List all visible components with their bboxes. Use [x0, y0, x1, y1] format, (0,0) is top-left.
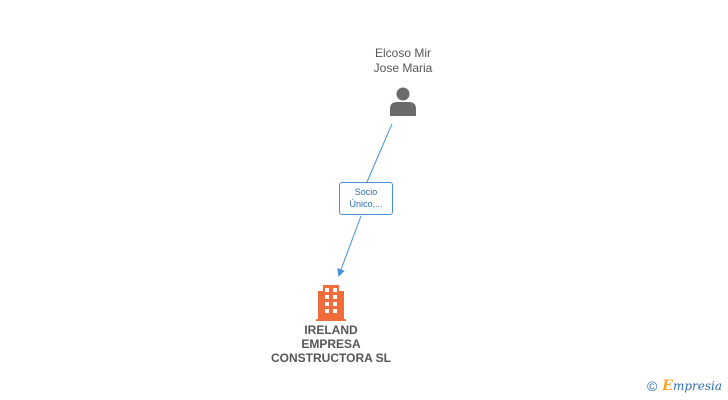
company-name-line1: IRELAND [304, 323, 358, 337]
empresia-watermark[interactable]: © Empresia [647, 378, 722, 394]
company-node[interactable]: IRELAND EMPRESA CONSTRUCTORA SL [261, 285, 401, 365]
relationship-edge-lower [337, 215, 362, 277]
person-icon [390, 87, 416, 116]
empresia-logo-rest: mpresia [672, 379, 722, 393]
person-name-line1: Elcoso Mir [374, 46, 431, 60]
company-name: IRELAND EMPRESA CONSTRUCTORA SL [261, 323, 401, 365]
empresia-logo-initial: E [662, 378, 673, 394]
relationship-label-line2: Único,... [349, 199, 383, 209]
person-name-line2: Jose Maria [373, 61, 433, 75]
relationship-edge-upper [366, 123, 393, 183]
person-node[interactable]: Elcoso Mir Jose Maria [341, 46, 465, 116]
company-name-line2: EMPRESA [301, 337, 361, 351]
empresia-logo: Empresia [662, 378, 722, 394]
relationship-label-line1: Socio [354, 187, 378, 197]
building-icon [316, 285, 346, 321]
company-name-line3: CONSTRUCTORA SL [271, 351, 391, 365]
relationship-label[interactable]: Socio Único,... [339, 182, 393, 215]
copyright-icon: © [646, 378, 658, 394]
